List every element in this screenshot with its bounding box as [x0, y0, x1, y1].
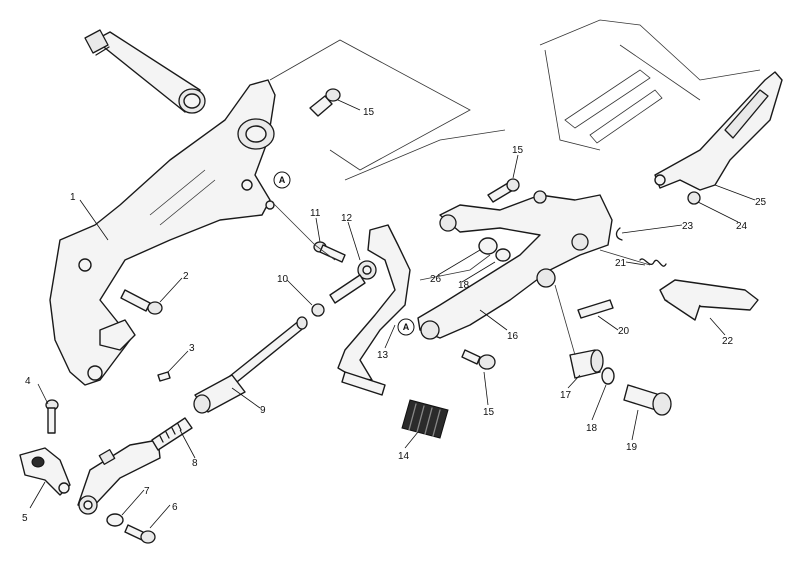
callout-26: 26 — [430, 274, 442, 285]
callout-18-upper: 18 — [458, 280, 470, 291]
reference-mark-a1: A — [273, 171, 291, 189]
callout-23: 23 — [682, 221, 694, 232]
reference-lines — [269, 199, 651, 356]
callout-6: 6 — [172, 502, 178, 513]
frame-outline — [269, 19, 761, 181]
svg-text:A: A — [279, 175, 286, 185]
washer-18-upper — [495, 248, 511, 262]
frame-slots — [564, 69, 663, 144]
bolt-11 — [313, 241, 346, 263]
callout-9: 9 — [260, 405, 266, 416]
rod-end-5 — [19, 447, 71, 496]
callout-24: 24 — [736, 221, 748, 232]
callout-4: 4 — [25, 376, 31, 387]
callout-10: 10 — [277, 274, 289, 285]
nut-10 — [311, 303, 325, 317]
linkage-clevis — [77, 417, 193, 515]
reference-mark-a2: A — [397, 318, 415, 336]
heel-guard-22 — [659, 279, 759, 321]
washer-26 — [478, 237, 498, 255]
callout-22: 22 — [722, 336, 734, 347]
bolt-6 — [124, 524, 156, 544]
callout-18-lower: 18 — [586, 423, 598, 434]
right-footpeg-bracket — [417, 190, 613, 340]
callout-13: 13 — [377, 350, 389, 361]
rubber-peg-14 — [401, 399, 449, 439]
linkage-rod-9 — [193, 316, 308, 414]
gear-shift-lever — [329, 224, 411, 396]
bolt-2 — [120, 289, 163, 315]
pin-3 — [157, 371, 171, 382]
leader-lines — [29, 99, 756, 529]
bolt-15-top — [309, 88, 341, 117]
bolt-24 — [687, 191, 701, 205]
tube-spacer — [84, 29, 206, 114]
washer-18-lower — [601, 367, 615, 385]
callout-labels: 1 2 3 4 5 6 7 8 9 10 11 12 13 14 15 15 1… — [22, 107, 767, 524]
callout-16: 16 — [507, 331, 519, 342]
callout-15-lower: 15 — [483, 407, 495, 418]
callout-19: 19 — [626, 442, 638, 453]
spacer-17 — [569, 349, 604, 379]
callout-25: 25 — [755, 197, 767, 208]
callout-17: 17 — [560, 390, 572, 401]
callout-1: 1 — [70, 192, 76, 203]
callout-11: 11 — [310, 208, 321, 219]
spring-21 — [639, 258, 667, 267]
clip-23 — [615, 227, 623, 241]
upper-bracket-25 — [654, 71, 783, 191]
bolt-15-lower — [461, 349, 496, 370]
bolt-15-middle — [487, 178, 520, 203]
left-footpeg-bracket — [49, 79, 276, 386]
callout-3: 3 — [189, 343, 195, 354]
pin-19 — [623, 384, 672, 416]
washer-7 — [106, 513, 124, 527]
callout-2: 2 — [183, 271, 189, 282]
callout-7: 7 — [144, 486, 150, 497]
bolt-4 — [45, 399, 59, 434]
svg-text:A: A — [403, 322, 410, 332]
callout-14: 14 — [398, 451, 410, 462]
callout-12: 12 — [341, 213, 353, 224]
callout-5: 5 — [22, 513, 28, 524]
callout-8: 8 — [192, 458, 198, 469]
callout-20: 20 — [618, 326, 630, 337]
callout-15-middle: 15 — [512, 145, 524, 156]
callout-15-top: 15 — [363, 107, 375, 118]
pin-20 — [577, 299, 614, 319]
callout-21: 21 — [615, 258, 627, 269]
